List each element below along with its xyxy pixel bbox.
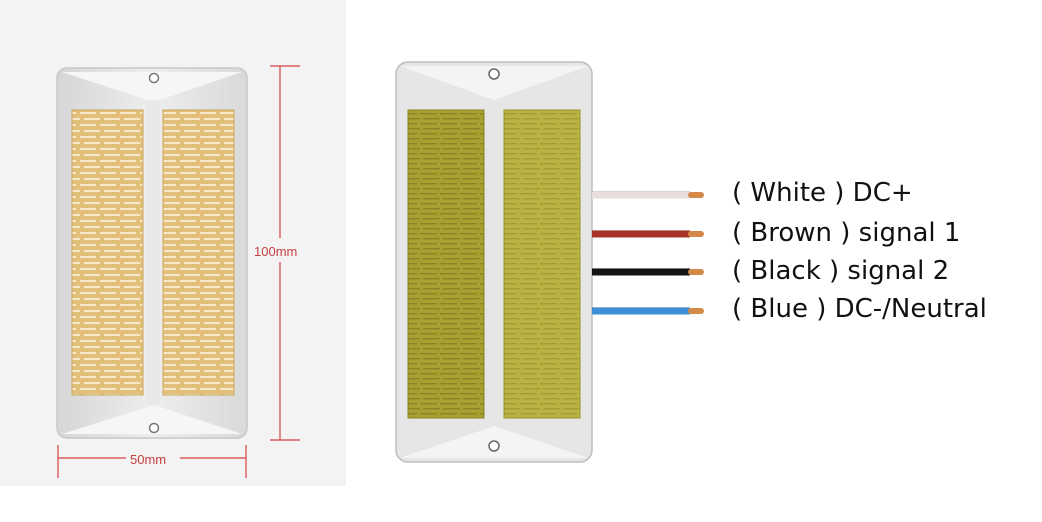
photo-bottom-bevel	[62, 405, 242, 434]
diagram-bottom-mount-hole	[488, 440, 500, 452]
height-dimension-label: 100mm	[254, 244, 298, 259]
diagram-right-electrode	[503, 109, 581, 419]
wire-label-white: ( White ) DC+	[732, 178, 913, 208]
sensor-photo	[56, 67, 248, 439]
wire-label-blue: ( Blue ) DC-/Neutral	[732, 294, 987, 324]
photo-right-electrode	[162, 109, 235, 396]
diagram-left-electrode	[407, 109, 485, 419]
wire-black-copper-tip	[688, 269, 704, 275]
photo-top-bevel	[62, 72, 242, 102]
photo-center-divider	[146, 100, 160, 405]
wire-white-copper-tip	[688, 192, 704, 198]
wire-label-brown: ( Brown ) signal 1	[732, 218, 961, 248]
photo-top-mount-hole	[148, 72, 160, 84]
wire-group	[592, 191, 704, 315]
diagram-top-bevel	[400, 66, 588, 100]
height-dimension	[270, 65, 300, 441]
wire-label-black: ( Black ) signal 2	[732, 256, 950, 286]
wire-blue-copper-tip	[688, 308, 704, 314]
photo-bottom-mount-hole	[148, 422, 160, 434]
photo-left-electrode	[71, 109, 144, 396]
width-dimension-label: 50mm	[130, 452, 167, 467]
width-dimension	[57, 445, 247, 478]
diagram-top-mount-hole	[488, 68, 500, 80]
wire-brown-copper-tip	[688, 231, 704, 237]
sensor-diagram	[395, 61, 593, 463]
